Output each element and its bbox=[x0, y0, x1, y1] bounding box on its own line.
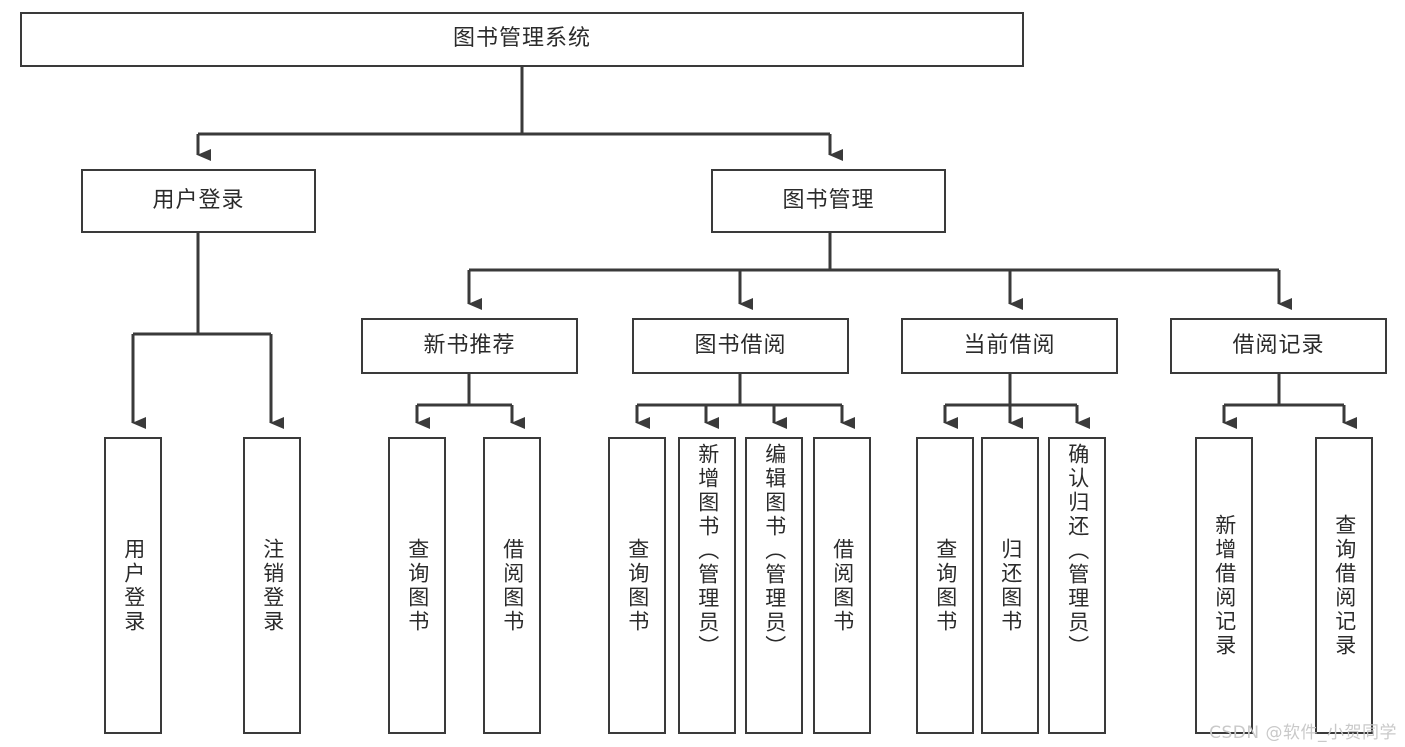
csdn-watermark: CSDN @软件_小贺同学 bbox=[1209, 723, 1397, 743]
node-leaf-query-book-1-label: 查询图书 bbox=[405, 537, 430, 634]
node-borrow-record[interactable]: 借阅记录 bbox=[1170, 318, 1387, 374]
node-leaf-return-book[interactable]: 归还图书 bbox=[981, 437, 1039, 734]
node-root-label: 图书管理系统 bbox=[452, 26, 591, 52]
node-book-manage-label: 图书管理 bbox=[782, 187, 875, 213]
node-user-login[interactable]: 用户登录 bbox=[81, 169, 316, 233]
node-leaf-confirm-return-label: 确认归还（管理员） bbox=[1065, 443, 1090, 659]
node-leaf-add-record-label: 新增借阅记录 bbox=[1212, 513, 1237, 658]
node-book-borrow-label: 图书借阅 bbox=[694, 332, 787, 358]
node-leaf-add-book[interactable]: 新增图书（管理员） bbox=[678, 437, 736, 734]
node-leaf-borrow-book-2[interactable]: 借阅图书 bbox=[813, 437, 871, 734]
node-user-login-label: 用户登录 bbox=[152, 187, 245, 213]
node-leaf-user-login[interactable]: 用户登录 bbox=[104, 437, 162, 734]
node-leaf-query-book-3-label: 查询图书 bbox=[933, 537, 958, 634]
node-leaf-confirm-return[interactable]: 确认归还（管理员） bbox=[1048, 437, 1106, 734]
node-leaf-edit-book[interactable]: 编辑图书（管理员） bbox=[745, 437, 803, 734]
node-new-book-recommend[interactable]: 新书推荐 bbox=[361, 318, 578, 374]
node-current-borrow[interactable]: 当前借阅 bbox=[901, 318, 1118, 374]
node-leaf-query-record-label: 查询借阅记录 bbox=[1332, 513, 1357, 658]
node-current-borrow-label: 当前借阅 bbox=[963, 332, 1056, 358]
node-leaf-query-book-2[interactable]: 查询图书 bbox=[608, 437, 666, 734]
node-leaf-logout-login-label: 注销登录 bbox=[260, 537, 285, 634]
node-leaf-user-login-label: 用户登录 bbox=[121, 537, 146, 634]
node-leaf-query-book-3[interactable]: 查询图书 bbox=[916, 437, 974, 734]
node-leaf-add-record[interactable]: 新增借阅记录 bbox=[1195, 437, 1253, 734]
node-root[interactable]: 图书管理系统 bbox=[20, 12, 1024, 67]
node-borrow-record-label: 借阅记录 bbox=[1232, 332, 1325, 358]
node-leaf-borrow-book-1-label: 借阅图书 bbox=[500, 537, 525, 634]
node-leaf-query-record[interactable]: 查询借阅记录 bbox=[1315, 437, 1373, 734]
node-leaf-query-book-1[interactable]: 查询图书 bbox=[388, 437, 446, 734]
node-leaf-add-book-label: 新增图书（管理员） bbox=[695, 443, 720, 659]
node-leaf-query-book-2-label: 查询图书 bbox=[625, 537, 650, 634]
node-new-book-recommend-label: 新书推荐 bbox=[423, 332, 516, 358]
node-book-manage[interactable]: 图书管理 bbox=[711, 169, 946, 233]
node-leaf-logout-login[interactable]: 注销登录 bbox=[243, 437, 301, 734]
node-leaf-return-book-label: 归还图书 bbox=[998, 537, 1023, 634]
node-leaf-borrow-book-1[interactable]: 借阅图书 bbox=[483, 437, 541, 734]
node-leaf-borrow-book-2-label: 借阅图书 bbox=[830, 537, 855, 634]
node-book-borrow[interactable]: 图书借阅 bbox=[632, 318, 849, 374]
node-leaf-edit-book-label: 编辑图书（管理员） bbox=[762, 443, 787, 659]
